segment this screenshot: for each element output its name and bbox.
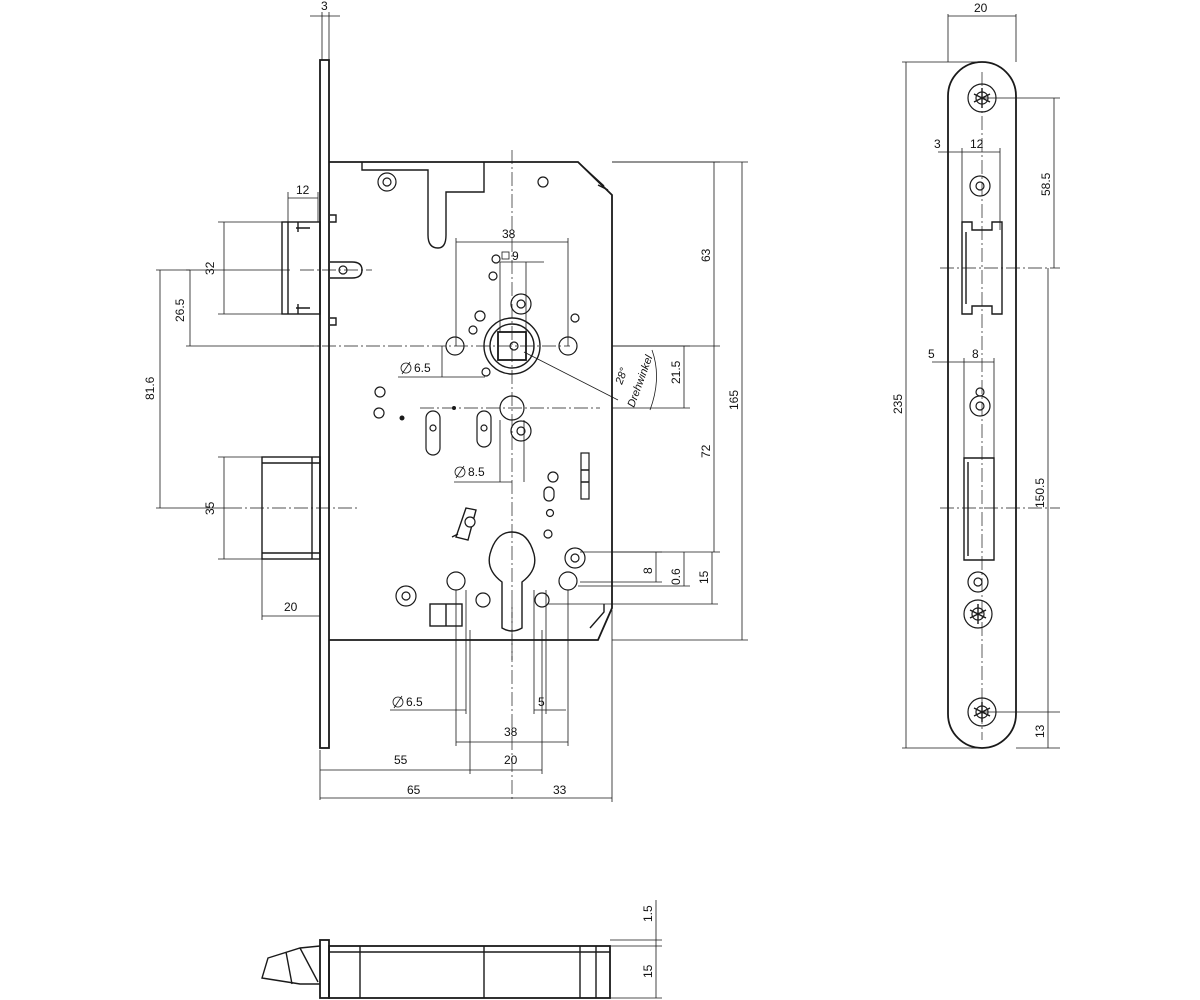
- dim-bolt-hole-diameter: 8.5: [468, 465, 485, 479]
- front-view: [228, 59, 613, 800]
- latch-slot: [963, 457, 995, 561]
- dim-plate-width: 20: [974, 1, 988, 15]
- rotation-angle-label: Drehwinkel: [626, 353, 656, 409]
- dim-cylinder-15: 15: [697, 570, 711, 584]
- dim-bolt-height: 32: [203, 261, 217, 275]
- dim-side-thickness-1-5: 1.5: [641, 905, 655, 922]
- faceplate-screws: [963, 83, 997, 727]
- side-view: 1.5 15: [261, 900, 662, 999]
- side-faceplate: [319, 939, 330, 999]
- dim-plate-margin-3: 3: [934, 137, 941, 151]
- front-view-dimensions: 3 12 32 26.5 81.6 35 20 38 9 6.5 8.: [143, 0, 748, 802]
- deadbolt: [281, 221, 321, 315]
- dim-bolt-width: 12: [296, 183, 310, 197]
- dim-spindle-square: 9: [512, 249, 519, 263]
- dim-plate-slot-12: 12: [970, 137, 984, 151]
- dim-case-height: 165: [727, 390, 741, 410]
- dim-plate-margin-5: 5: [928, 347, 935, 361]
- dim-cylinder-0-6: 0.6: [669, 568, 683, 585]
- case-holes: [373, 176, 590, 627]
- dim-hole-diameter-top: 6.5: [414, 361, 431, 375]
- deadbolt-slot: [961, 221, 1003, 315]
- dim-cylinder-5: 5: [538, 695, 545, 709]
- dim-plate-mid-150-5: 150.5: [1033, 478, 1047, 508]
- dim-hole-diameter-bottom: 6.5: [406, 695, 423, 709]
- side-latch-tongue: [261, 945, 321, 985]
- dim-faceplate-thickness: 3: [321, 0, 328, 13]
- dim-plate-bottom-13: 13: [1033, 724, 1047, 738]
- dim-bolt-offset: 26.5: [173, 298, 187, 322]
- dim-spindle-spacing-top: 38: [502, 227, 516, 241]
- dim-cylinder-8: 8: [641, 567, 655, 574]
- dim-latch-height: 35: [203, 501, 217, 515]
- dim-spindle-spacing-bottom: 38: [504, 725, 518, 739]
- dim-plate-slot-8: 8: [972, 347, 979, 361]
- dim-rotation-angle: 28°: [613, 366, 631, 387]
- dim-latch-to-bolt: 81.6: [143, 376, 157, 400]
- top-hook: [361, 162, 485, 249]
- dim-spindle-to-cylinder: 72: [699, 444, 713, 458]
- dim-case-rear: 33: [553, 783, 567, 797]
- screws: [377, 172, 586, 607]
- dim-top-to-spindle: 63: [699, 248, 713, 262]
- dim-side-width-15: 15: [641, 964, 655, 978]
- dim-plate-top-58-5: 58.5: [1039, 172, 1053, 196]
- lock-case-outline: [329, 161, 613, 641]
- cylinder-profile: [488, 531, 536, 632]
- side-case: [328, 945, 611, 999]
- dim-spindle-offset: 21.5: [669, 360, 683, 384]
- faceplate-dimensions: 20 3 12 58.5 235 5 8 150.5 13: [891, 1, 1060, 749]
- forend-strip: [319, 59, 330, 749]
- dim-cylinder-20: 20: [504, 753, 518, 767]
- dim-latch-projection: 20: [284, 600, 298, 614]
- faceplate-outline: [947, 61, 1017, 749]
- dim-plate-length: 235: [891, 394, 905, 414]
- dim-backset: 55: [394, 753, 408, 767]
- dim-case-depth: 65: [407, 783, 421, 797]
